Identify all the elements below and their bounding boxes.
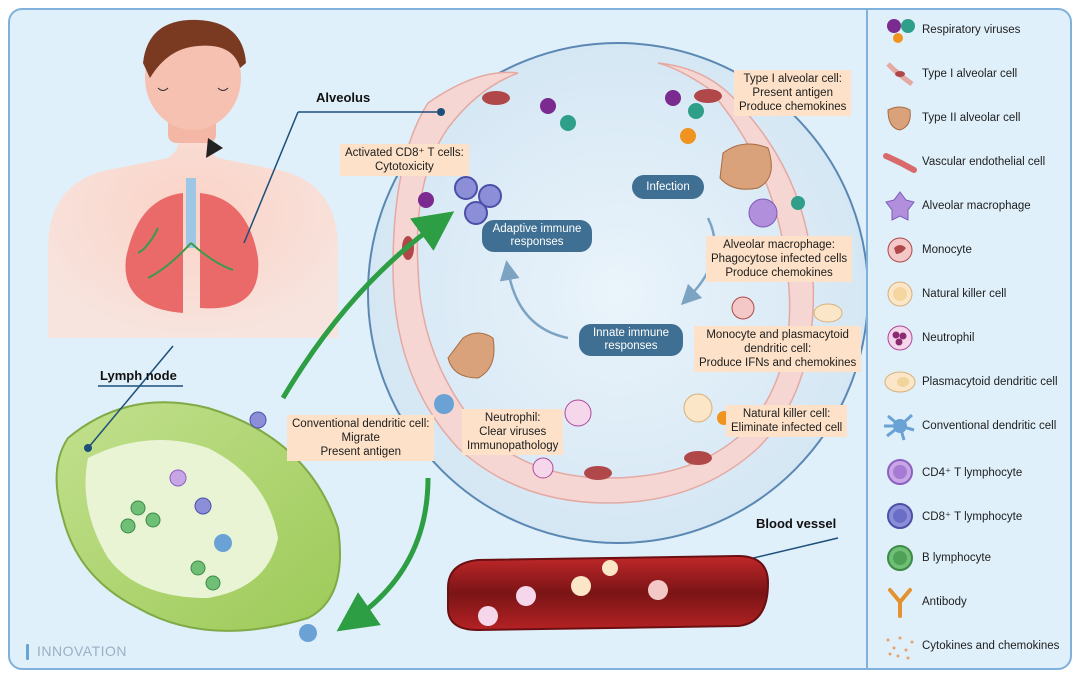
virus-icon xyxy=(887,19,915,43)
blood-vessel xyxy=(447,554,770,632)
legend-item: Natural killer cell xyxy=(878,276,1074,312)
legend-item: CD4⁺ T lymphocyte xyxy=(878,454,1074,490)
innate-response-pill: Innate immune responses xyxy=(579,324,683,356)
cd8-icon xyxy=(887,503,913,529)
legend-label: CD4⁺ T lymphocyte xyxy=(922,467,1023,479)
alveolus-title: Alveolus xyxy=(316,90,371,105)
legend-item: B lymphocyte xyxy=(878,540,1074,576)
green-arrow-up xyxy=(280,211,455,400)
alveolus-pointer-line xyxy=(243,111,299,244)
green-arrow-down xyxy=(336,477,431,632)
legend-item: Antibody xyxy=(878,584,1074,620)
human-figure xyxy=(48,19,338,338)
legend-label: B lymphocyte xyxy=(922,552,992,564)
lymph-node-pointer-dot xyxy=(84,444,92,452)
monocyte-pdc-label: Monocyte and plasmacytoid dendritic cell… xyxy=(694,326,862,372)
main-panel: Alveolus Lymph node Blood vessel Infecti… xyxy=(8,8,866,670)
legend-item: Vascular endothelial cell xyxy=(878,144,1074,180)
alveolus-pointer-dot xyxy=(437,108,445,116)
legend-label: Vascular endothelial cell xyxy=(922,156,1046,168)
legend-item: Respiratory viruses xyxy=(878,12,1074,48)
legend-label: Type I alveolar cell xyxy=(922,68,1018,80)
cytokine-icon xyxy=(886,636,914,660)
alveolus xyxy=(367,42,866,544)
blood-vessel-title: Blood vessel xyxy=(756,516,837,531)
legend-label: Cytokines and chemokines xyxy=(922,640,1060,652)
cd4-icon xyxy=(887,459,913,485)
type1-cell-label: Type I alveolar cell: Present antigen Pr… xyxy=(734,70,852,116)
logo-text: INNOVATION xyxy=(37,643,128,659)
legend-label: Type II alveolar cell xyxy=(922,112,1021,124)
macrophage-icon xyxy=(885,191,915,221)
legend-item: Type II alveolar cell xyxy=(878,100,1074,136)
neutrophil-icon xyxy=(887,325,913,351)
legend-item: Alveolar macrophage xyxy=(878,188,1074,224)
legend-label: Alveolar macrophage xyxy=(922,200,1031,212)
macrophage-label: Alveolar macrophage: Phagocytose infecte… xyxy=(706,236,853,282)
legend-label: CD8⁺ T lymphocyte xyxy=(922,511,1023,523)
endothelial-cell-icon xyxy=(883,153,917,173)
legend-item: Conventional dendritic cell xyxy=(878,408,1074,444)
lymph-node-pointer-line xyxy=(87,345,174,449)
legend-item: Cytokines and chemokines xyxy=(878,628,1074,664)
legend-label: Monocyte xyxy=(922,244,972,256)
lymph-node-title: Lymph node xyxy=(100,368,177,383)
type1-cell-icon xyxy=(886,62,914,87)
antibody-icon xyxy=(888,588,912,618)
legend-panel: Respiratory viruses Type I alveolar cell… xyxy=(866,8,1074,670)
neutrophil-label: Neutrophil: Clear viruses Immunopatholog… xyxy=(462,409,564,455)
legend-item: Neutrophil xyxy=(878,320,1074,356)
legend-label: Plasmacytoid dendritic cell xyxy=(922,376,1058,388)
monocyte-icon xyxy=(887,237,913,263)
legend-item: CD8⁺ T lymphocyte xyxy=(878,498,1074,534)
b-cell-icon xyxy=(887,545,913,571)
legend-label: Respiratory viruses xyxy=(922,24,1021,36)
legend-label: Natural killer cell xyxy=(922,288,1007,300)
infection-pill: Infection xyxy=(632,175,704,199)
legend-label: Neutrophil xyxy=(922,332,975,344)
cd8-label: Activated CD8⁺ T cells: Cytotoxicity xyxy=(340,144,469,176)
legend-label: Antibody xyxy=(922,596,967,608)
legend-item: Monocyte xyxy=(878,232,1074,268)
logo-bar-icon xyxy=(26,644,29,661)
cdc-icon xyxy=(884,413,915,441)
journal-logo: INNOVATION xyxy=(26,643,128,661)
nk-cell-icon xyxy=(887,281,913,307)
cdc-label: Conventional dendritic cell: Migrate Pre… xyxy=(287,415,435,461)
lymph-node xyxy=(55,401,341,642)
legend-item: Type I alveolar cell xyxy=(878,56,1074,92)
pdc-icon xyxy=(884,371,916,393)
nk-cell-label: Natural killer cell: Eliminate infected … xyxy=(726,405,848,437)
legend-label: Conventional dendritic cell xyxy=(922,420,1057,432)
type2-cell-icon xyxy=(887,106,911,131)
legend-item: Plasmacytoid dendritic cell xyxy=(878,364,1074,400)
adaptive-response-pill: Adaptive immune responses xyxy=(482,220,592,252)
